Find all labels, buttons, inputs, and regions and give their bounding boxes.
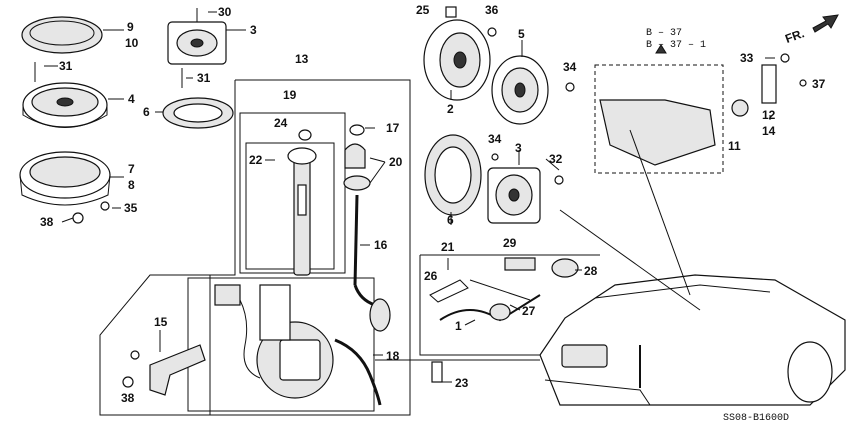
callout-21: 21 (441, 240, 455, 254)
side-marker-group (594, 44, 807, 174)
door-speaker-ring-part (424, 134, 499, 216)
callout-4: 4 (128, 92, 135, 106)
speaker-grille-part (21, 16, 103, 54)
door-speaker-large-part (423, 6, 497, 101)
antenna-motor-part (214, 284, 382, 406)
antenna-assembly-outline (99, 79, 411, 416)
callout-5: 5 (518, 27, 525, 41)
callout-36: 36 (485, 3, 499, 17)
callout-34: 34 (488, 132, 502, 146)
door-speaker-cone-part (491, 55, 549, 125)
front-label: FR. (783, 26, 806, 46)
callout-15: 15 (154, 315, 168, 329)
callout-6: 6 (447, 213, 454, 227)
callout-33: 33 (740, 51, 754, 65)
callout-29: 29 (503, 236, 517, 250)
callout-17: 17 (386, 121, 400, 135)
callout-labels: 9 10 30 3 31 31 4 6 7 8 38 35 13 19 24 1… (40, 3, 826, 405)
callout-22: 22 (249, 153, 263, 167)
antenna-bracket-part (122, 344, 206, 396)
callout-10: 10 (125, 36, 139, 50)
callout-13: 13 (295, 52, 309, 66)
speaker-spacer-ring-part (162, 68, 234, 129)
callout-3: 3 (250, 23, 257, 37)
callout-16: 16 (374, 238, 388, 252)
callout-31: 31 (59, 59, 73, 73)
callout-19: 19 (283, 88, 297, 102)
callout-14: 14 (762, 124, 776, 138)
speaker-tweeter-part (167, 8, 227, 65)
callout-6: 6 (143, 105, 150, 119)
antenna-mast-part (287, 147, 317, 276)
callout-7: 7 (128, 162, 135, 176)
callout-11: 11 (728, 139, 741, 153)
callout-leaders (44, 11, 775, 383)
diagram-code: SS08-B1600D (723, 413, 789, 424)
speaker-adapter-part (19, 151, 111, 224)
callout-31: 31 (197, 71, 211, 85)
ref-b37-1-label: B – 37 – 1 (646, 40, 706, 51)
ref-b37-label: B – 37 (646, 28, 682, 39)
callout-20: 20 (389, 155, 403, 169)
speaker-woofer-part (22, 62, 108, 128)
callout-28: 28 (584, 264, 598, 278)
callout-2: 2 (447, 102, 454, 116)
callout-1: 1 (455, 319, 462, 333)
callout-32: 32 (549, 152, 563, 166)
callout-3: 3 (515, 141, 522, 155)
callout-26: 26 (424, 269, 438, 283)
callout-23: 23 (455, 376, 469, 390)
antenna-grommet-part (298, 124, 371, 191)
callout-24: 24 (274, 116, 288, 130)
callout-27: 27 (522, 304, 536, 318)
car-illustration (375, 129, 846, 406)
callout-8: 8 (128, 178, 135, 192)
callout-12: 12 (762, 108, 776, 122)
callout-35: 35 (124, 201, 138, 215)
callout-38: 38 (40, 215, 54, 229)
door-speaker-small-part (487, 82, 575, 224)
callout-18: 18 (386, 349, 400, 363)
callout-25: 25 (416, 3, 430, 17)
callout-38: 38 (121, 391, 135, 405)
wiring-clip-parts (419, 254, 600, 383)
front-direction-arrow-icon (812, 14, 839, 33)
callout-30: 30 (218, 5, 232, 19)
callout-9: 9 (127, 20, 134, 34)
callout-37: 37 (812, 77, 826, 91)
callout-34: 34 (563, 60, 577, 74)
antenna-cable-part (353, 194, 391, 332)
